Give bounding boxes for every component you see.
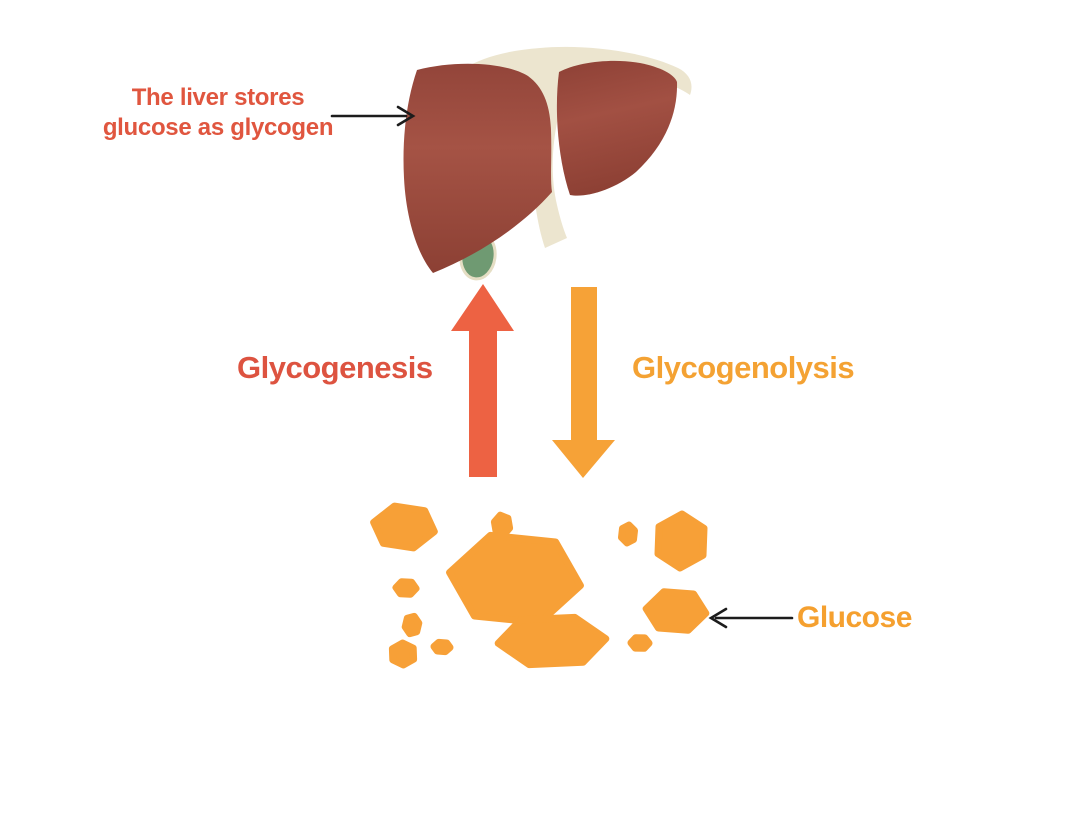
glucose-hexagon [430, 638, 454, 656]
liver-caption-line1: The liver stores [131, 84, 305, 111]
liver-right-lobe [556, 60, 678, 196]
glucose-annotation-arrow-icon [708, 607, 794, 629]
glucose-hexagon [392, 578, 420, 598]
glucose-hexagon [642, 588, 710, 634]
glucose-hexagon [446, 531, 584, 627]
liver-caption-line2: glucose as glycogen [102, 114, 334, 141]
glucose-hexagon [654, 510, 708, 572]
glucose-molecules [370, 502, 710, 669]
glucose-hexagon [370, 502, 438, 552]
glycogenolysis-down-arrow-icon [552, 287, 615, 478]
glucose-label: Glucose [797, 601, 912, 634]
glycogenesis-label: Glycogenesis [237, 350, 433, 385]
liver-caption: The liver stores glucose as glycogen [96, 83, 340, 143]
glycogenesis-up-arrow-icon [451, 284, 514, 477]
glucose-hexagon [401, 612, 423, 638]
glucose-hexagon [618, 521, 638, 547]
liver-illustration [403, 46, 692, 281]
glucose-hexagon [388, 639, 418, 669]
glucose-hexagon [627, 634, 653, 652]
glycogenolysis-label: Glycogenolysis [632, 350, 855, 385]
glucose-hexagon [490, 511, 514, 539]
glucose-hexagon [494, 613, 610, 669]
liver-left-lobe [403, 63, 552, 273]
liver-annotation-arrow-icon [330, 105, 416, 127]
